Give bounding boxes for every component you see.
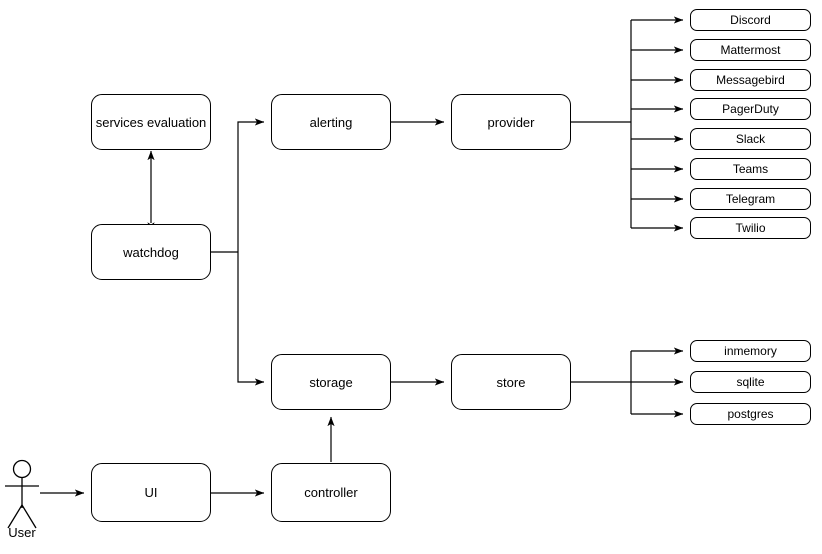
node-label: Messagebird: [716, 73, 785, 87]
node-alerting[interactable]: alerting: [271, 94, 391, 150]
node-label: store: [496, 374, 526, 390]
node-provider-pagerduty[interactable]: PagerDuty: [690, 98, 811, 120]
node-label: Slack: [735, 132, 766, 146]
node-provider[interactable]: provider: [451, 94, 571, 150]
node-provider-messagebird[interactable]: Messagebird: [690, 69, 811, 91]
user-actor[interactable]: User: [0, 455, 50, 541]
node-label: postgres: [727, 407, 774, 421]
node-label: watchdog: [123, 244, 179, 260]
node-label: inmemory: [724, 344, 777, 358]
node-services-evaluation[interactable]: services evaluation: [91, 94, 211, 150]
node-provider-slack[interactable]: Slack: [690, 128, 811, 150]
node-label: services evaluation: [95, 114, 207, 130]
node-watchdog[interactable]: watchdog: [91, 224, 211, 280]
node-provider-telegram[interactable]: Telegram: [690, 188, 811, 210]
node-label: UI: [144, 485, 158, 500]
edge-watchdog-storage: [237, 252, 265, 386]
node-label: Twilio: [735, 221, 766, 235]
node-provider-discord[interactable]: Discord: [690, 9, 811, 31]
node-store-sqlite[interactable]: sqlite: [690, 371, 811, 393]
node-provider-twilio[interactable]: Twilio: [690, 217, 811, 239]
node-provider-teams[interactable]: Teams: [690, 158, 811, 180]
node-label: provider: [487, 114, 535, 130]
node-controller[interactable]: controller: [271, 463, 391, 522]
node-store-postgres[interactable]: postgres: [690, 403, 811, 425]
node-store-inmemory[interactable]: inmemory: [690, 340, 811, 362]
node-label: Telegram: [725, 192, 776, 206]
node-label: controller: [304, 485, 358, 500]
node-provider-mattermost[interactable]: Mattermost: [690, 39, 811, 61]
node-label: Mattermost: [720, 43, 781, 57]
node-label: Discord: [730, 13, 771, 27]
node-store[interactable]: store: [451, 354, 571, 410]
node-label: sqlite: [736, 375, 765, 389]
node-label: Teams: [732, 162, 769, 176]
user-actor-label: User: [8, 525, 36, 540]
node-label: alerting: [309, 114, 353, 130]
edge-watchdog-alerting: [237, 118, 265, 252]
node-label: PagerDuty: [722, 102, 779, 116]
node-label: storage: [309, 374, 353, 390]
node-ui[interactable]: UI: [91, 463, 211, 522]
node-storage[interactable]: storage: [271, 354, 391, 410]
